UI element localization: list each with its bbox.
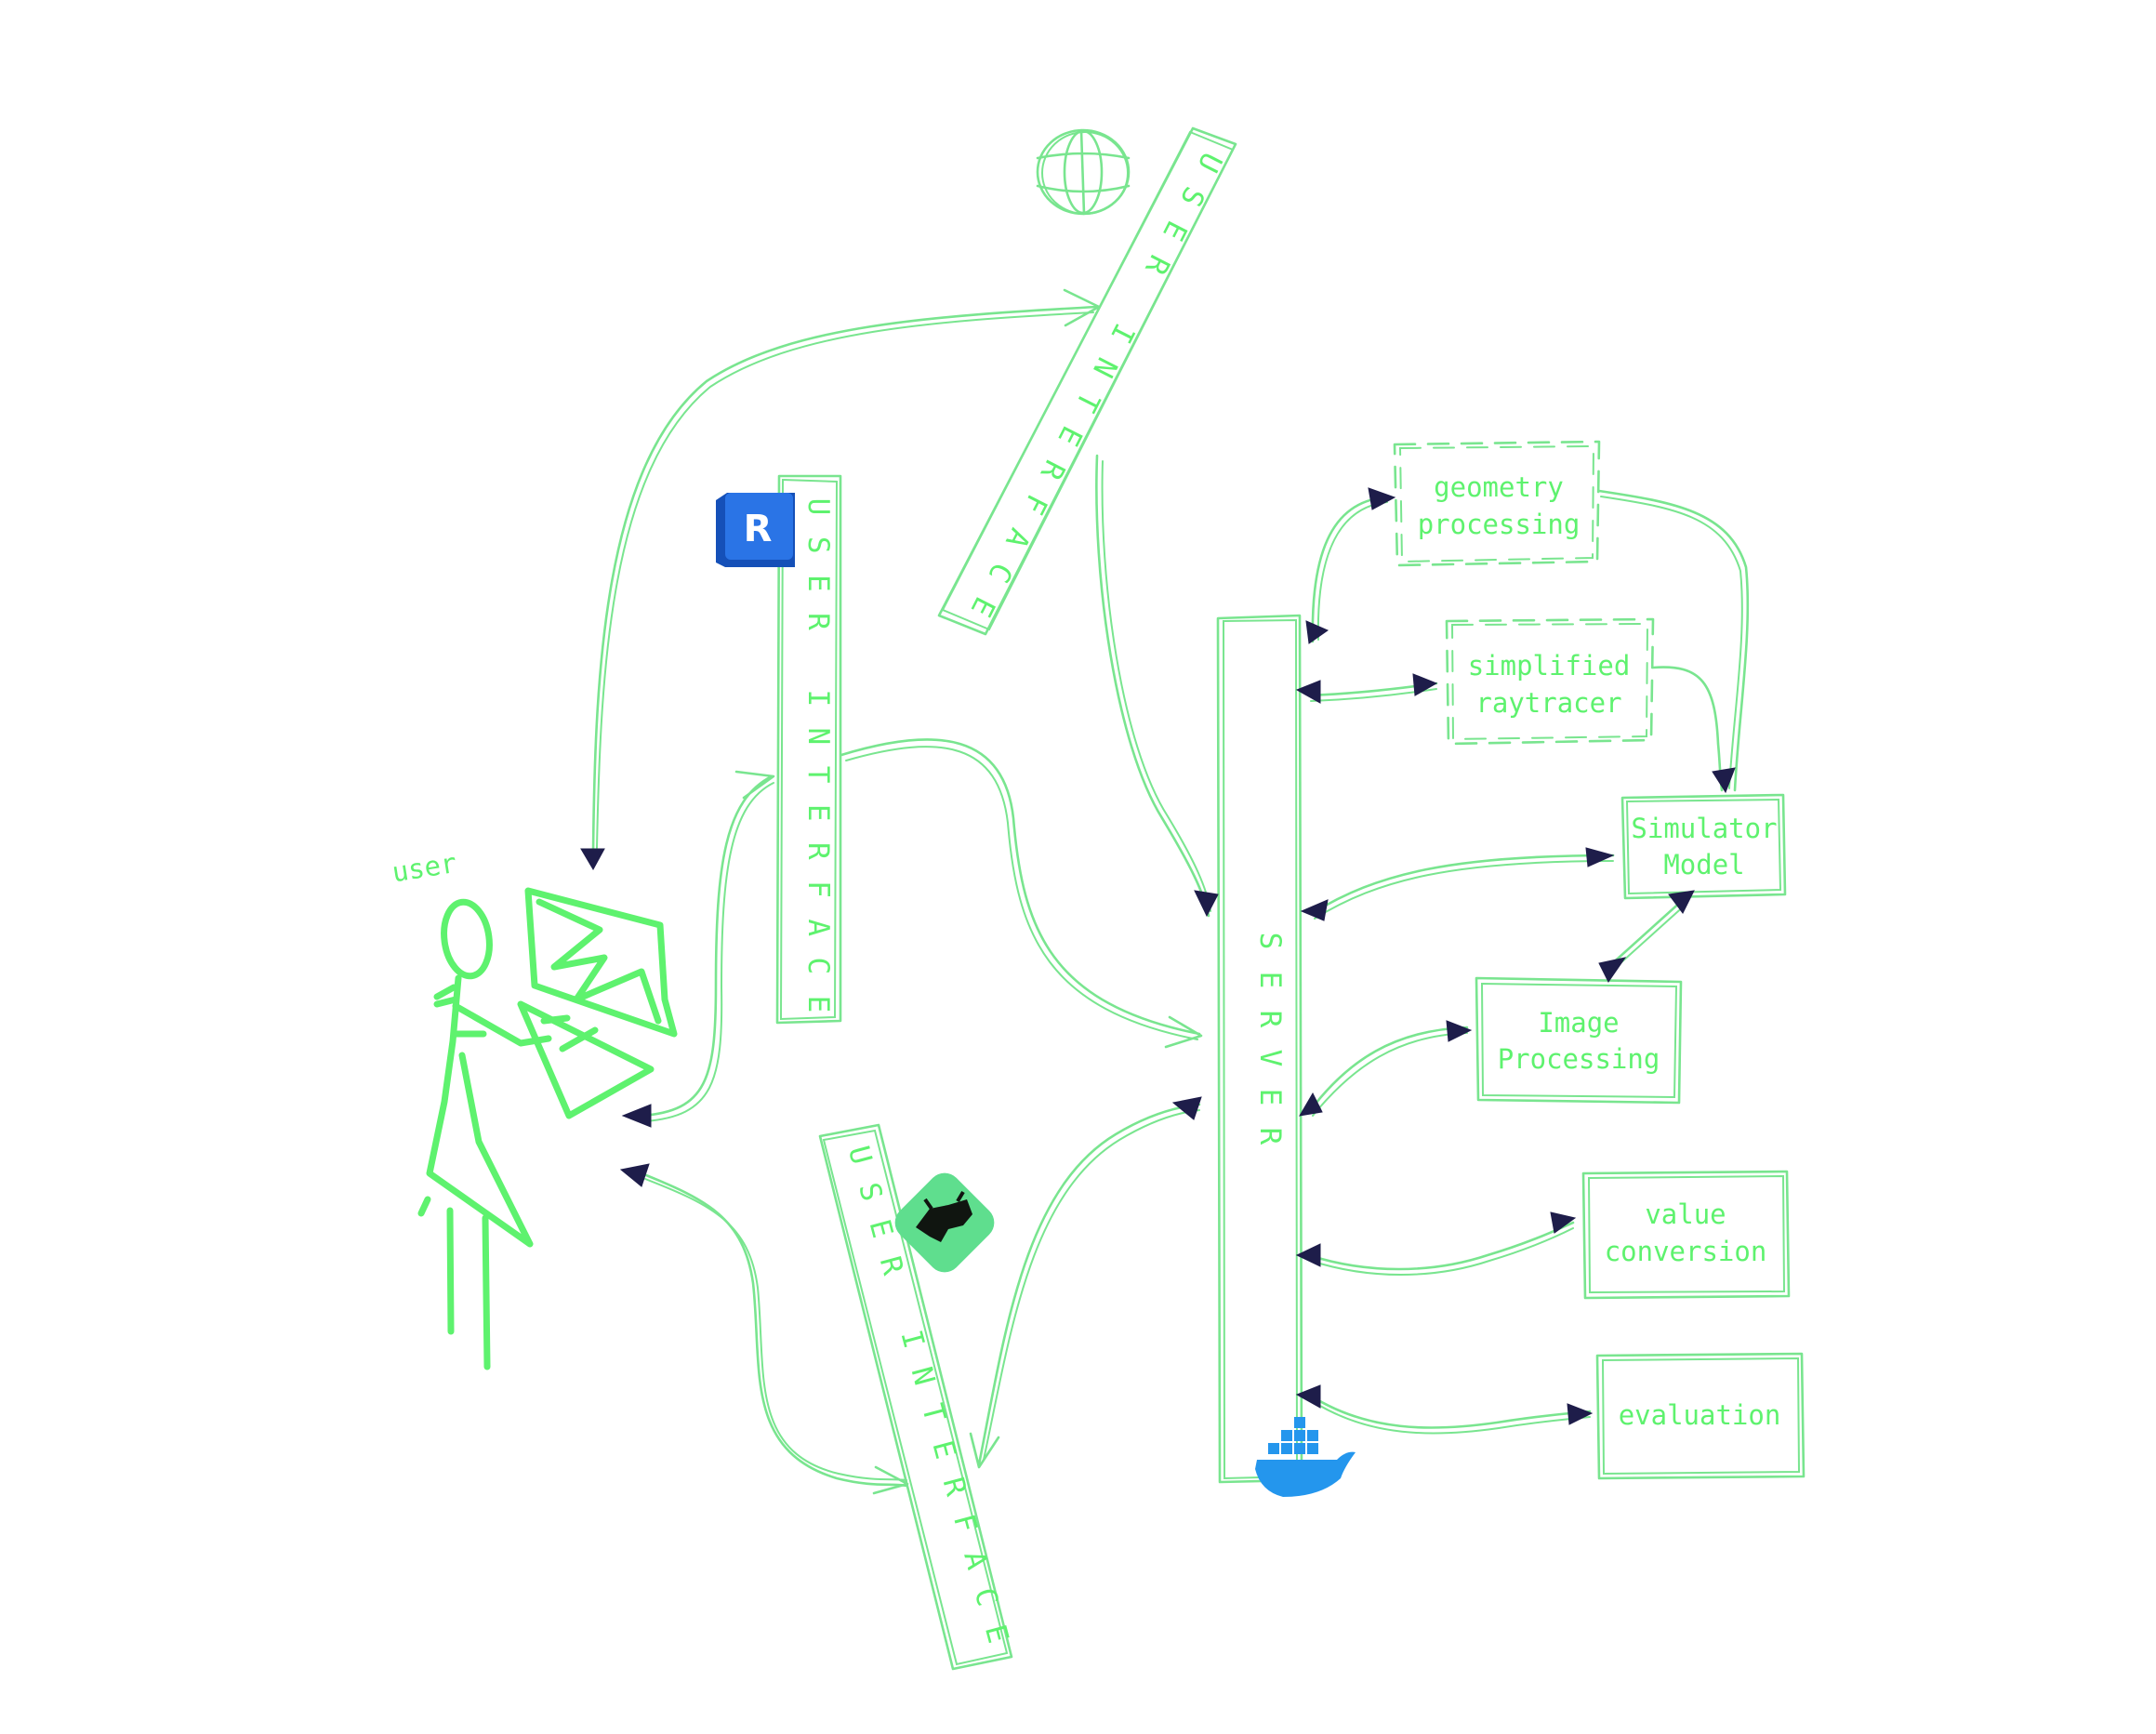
- stacked-letter: A: [801, 919, 835, 936]
- revit-logo-icon: R: [716, 493, 795, 567]
- stacked-letter: F: [946, 1511, 984, 1536]
- stacked-letter: E: [862, 1216, 899, 1241]
- stacked-letter: S: [801, 536, 835, 554]
- laptop-icon: [517, 887, 678, 1119]
- stacked-letter: C: [801, 957, 835, 974]
- stacked-letter: C: [981, 557, 1019, 588]
- evaluation-box: evaluation: [1595, 1352, 1805, 1480]
- stacked-letter: I: [801, 689, 835, 707]
- stacked-letter: R: [801, 842, 835, 860]
- stacked-letter: E: [801, 575, 835, 592]
- raytracer-label-1: simplified: [1468, 650, 1631, 682]
- stacked-letter: A: [999, 523, 1037, 554]
- stacked-letter: E: [801, 996, 835, 1013]
- stacked-letter: E: [801, 804, 835, 822]
- user-figure: [417, 898, 552, 1370]
- simplified-raytracer-box: simplified raytracer: [1445, 617, 1655, 746]
- user-label: user: [390, 847, 458, 889]
- stacked-letter: E: [1156, 216, 1194, 246]
- image-label-1: Image: [1538, 1007, 1619, 1039]
- stacked-letter: R: [1253, 1011, 1287, 1028]
- evaluation-label: evaluation: [1619, 1399, 1781, 1431]
- stacked-letter: F: [801, 880, 835, 898]
- connectors: [591, 288, 1750, 1495]
- stacked-letter: S: [1173, 181, 1211, 212]
- stacked-letter: E: [1253, 972, 1287, 989]
- simulator-label-2: Model: [1663, 849, 1744, 880]
- simulator-model-box: Simulator Model: [1620, 793, 1787, 900]
- image-label-2: Processing: [1498, 1043, 1660, 1075]
- globe-icon: [1036, 128, 1131, 216]
- server-label: S E R V E R: [1253, 933, 1287, 1145]
- stacked-letter: E: [925, 1437, 962, 1463]
- stacked-letter: T: [1068, 386, 1106, 417]
- web-user-interface-panel: [937, 126, 1237, 636]
- rhino-logo-icon: [894, 1172, 995, 1273]
- revit-user-interface-panel: [775, 474, 842, 1025]
- stacked-letter: U: [841, 1143, 879, 1168]
- stacked-letter: S: [1253, 933, 1287, 950]
- value-conversion-box: value conversion: [1581, 1170, 1791, 1300]
- conversion-label-1: value: [1645, 1198, 1726, 1230]
- stacked-letter: I: [1104, 318, 1142, 349]
- raytracer-label-2: raytracer: [1475, 687, 1621, 719]
- revit-letter: R: [744, 508, 773, 550]
- stacked-letter: A: [957, 1548, 994, 1574]
- stacked-letter: F: [1016, 489, 1054, 520]
- stacked-letter: E: [1253, 1089, 1287, 1106]
- stacked-letter: R: [1253, 1128, 1287, 1145]
- stacked-letter: T: [915, 1400, 952, 1425]
- stacked-letter: R: [873, 1253, 910, 1279]
- docker-whale-icon: [1255, 1417, 1356, 1497]
- stacked-letter: R: [1034, 455, 1072, 485]
- stacked-letter: R: [1138, 249, 1176, 280]
- stacked-letter: T: [801, 766, 835, 784]
- conversion-label-2: conversion: [1605, 1236, 1767, 1267]
- stacked-letter: S: [852, 1179, 889, 1204]
- stacked-letter: U: [1191, 147, 1229, 178]
- rhino-user-interface-panel: [818, 1123, 1013, 1671]
- stacked-letter: N: [905, 1363, 942, 1388]
- stacked-letter: R: [801, 613, 835, 630]
- image-processing-box: Image Processing: [1475, 976, 1683, 1105]
- stacked-letter: E: [964, 591, 1002, 622]
- stacked-letter: E: [1051, 420, 1089, 451]
- stacked-letter: N: [1086, 352, 1124, 383]
- stacked-letter: I: [893, 1327, 931, 1352]
- arrowheads: [580, 487, 1736, 1425]
- stacked-letter: U: [801, 498, 835, 516]
- stacked-letter: V: [1253, 1050, 1287, 1067]
- revit-interface-label: U S E R I N T E R F A C E: [801, 498, 835, 1013]
- stacked-letter: N: [801, 728, 835, 746]
- simulator-label-1: Simulator: [1631, 813, 1777, 844]
- geometry-processing-box: geometry processing: [1393, 440, 1601, 567]
- geometry-label-2: processing: [1418, 509, 1581, 540]
- geometry-label-1: geometry: [1434, 471, 1564, 503]
